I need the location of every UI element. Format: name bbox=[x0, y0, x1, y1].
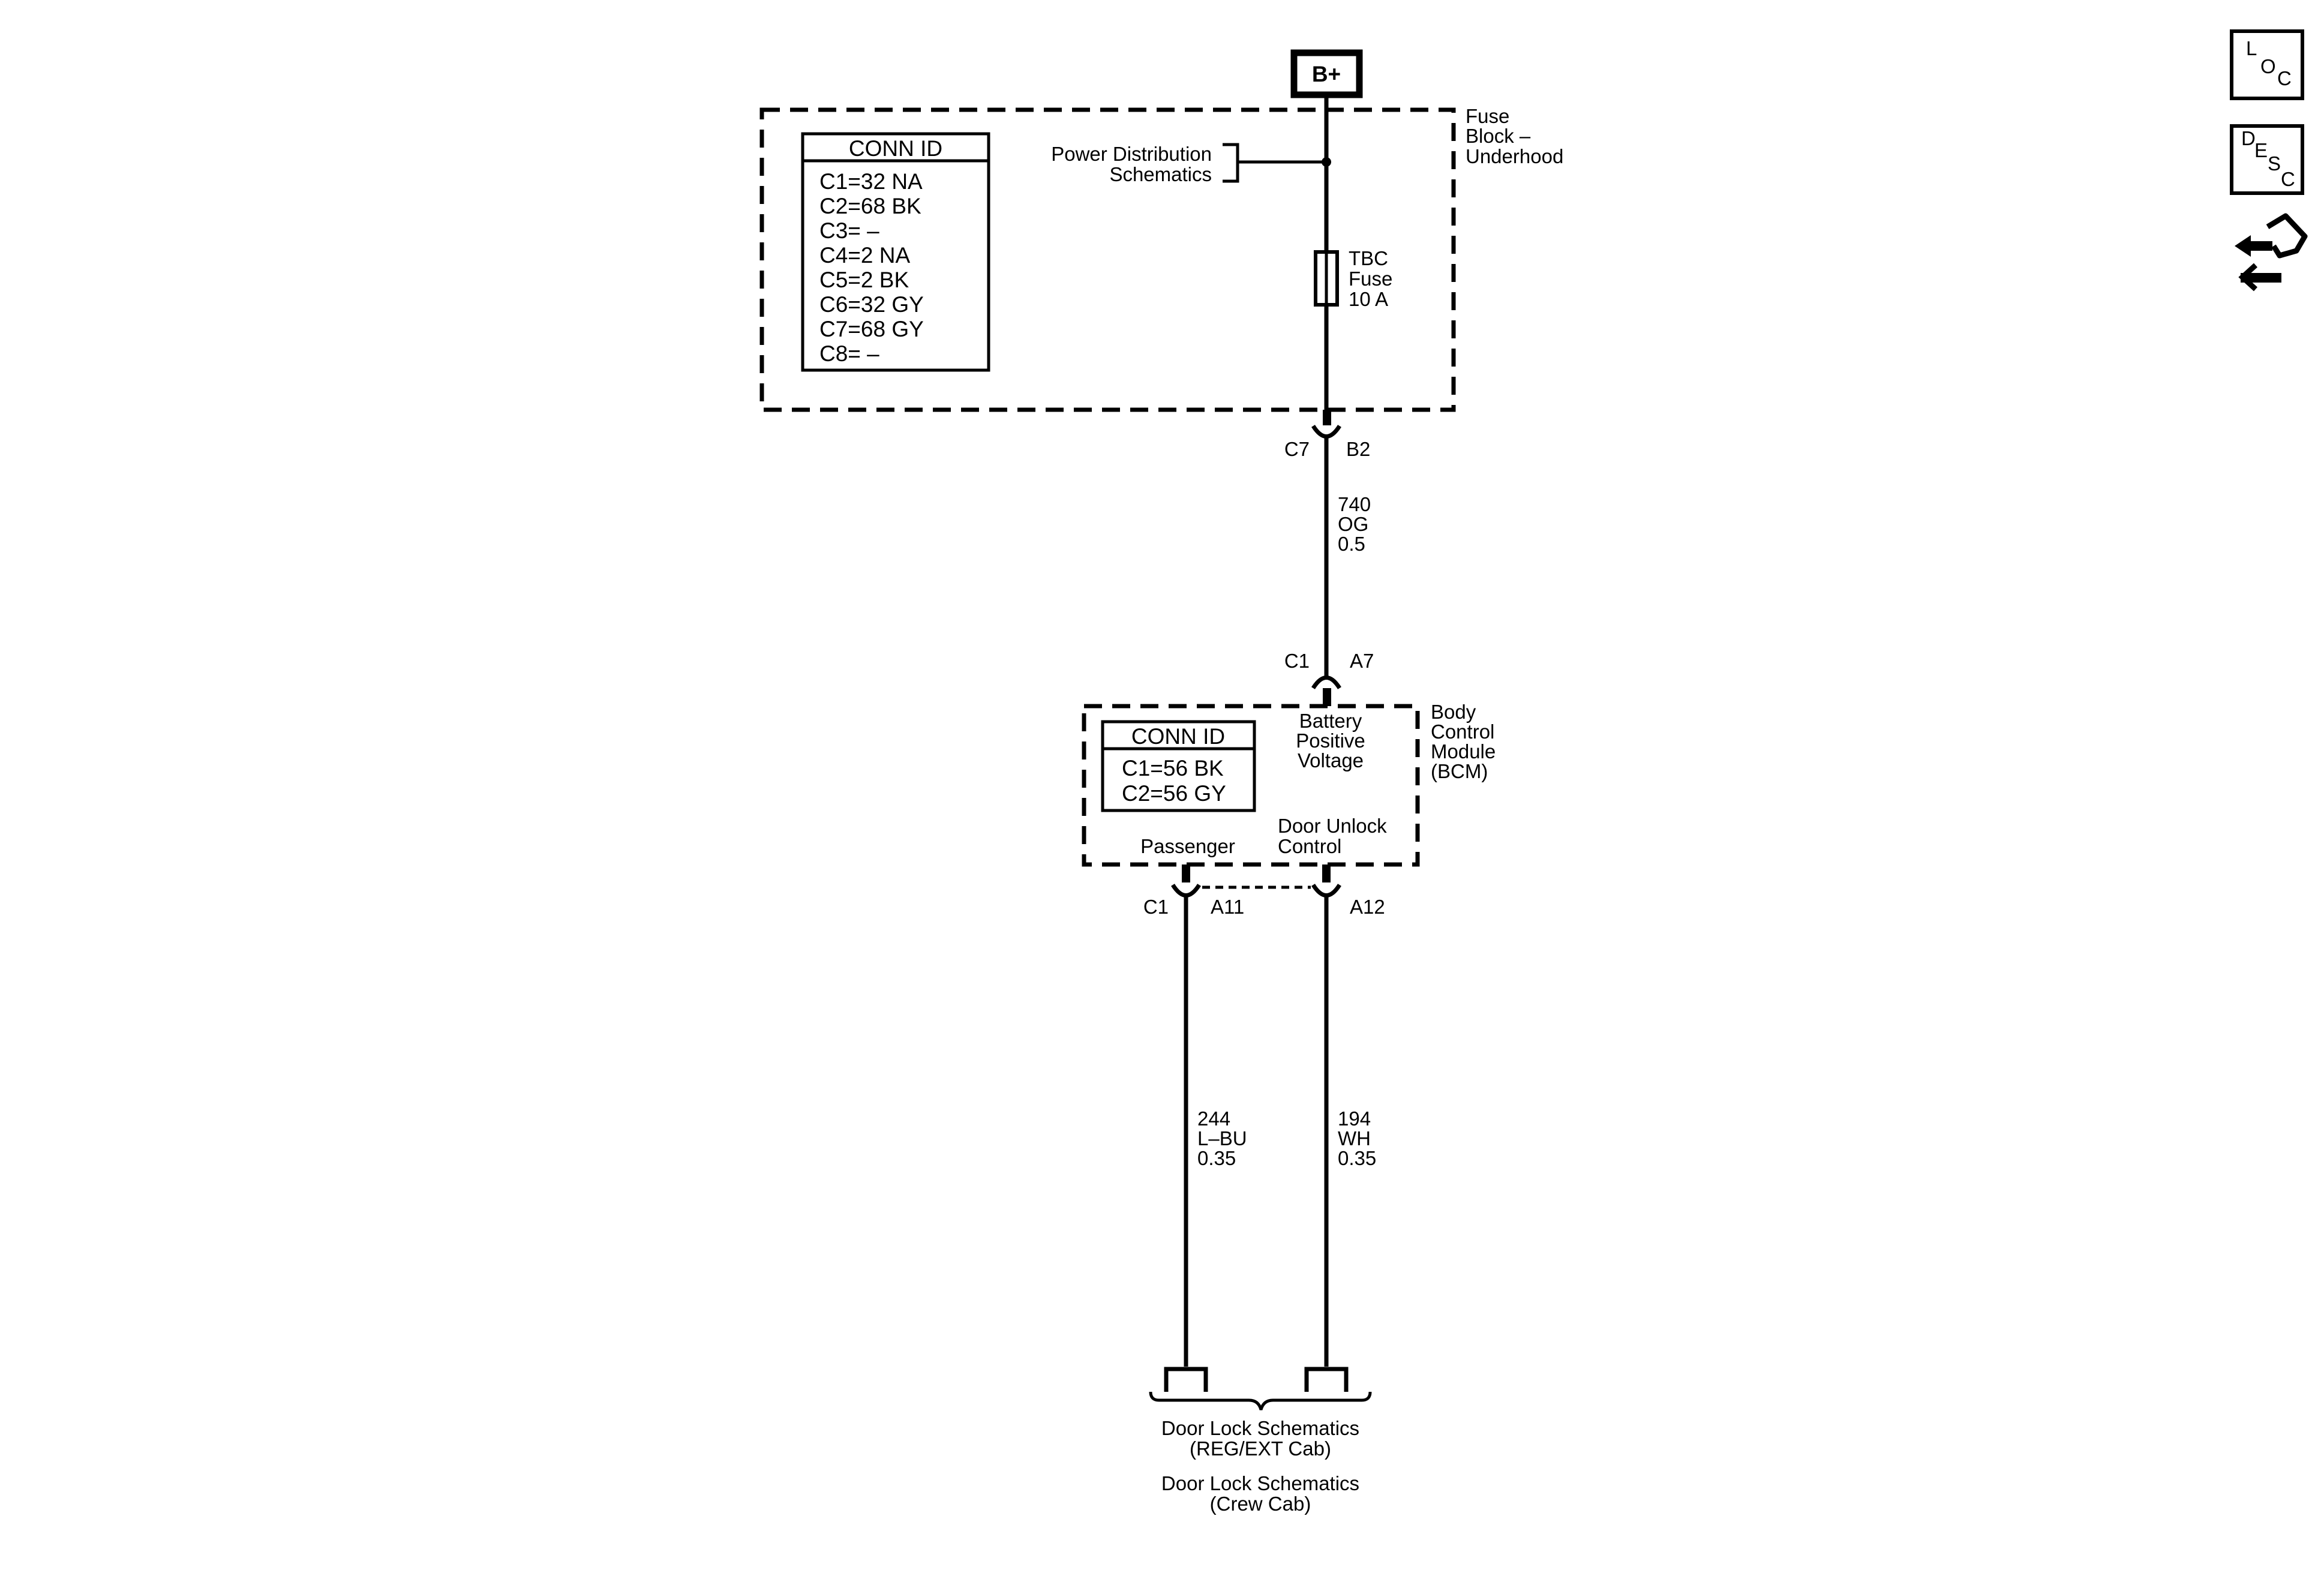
door-lock-reference-crew-cab[interactable]: Door Lock Schematics (Crew Cab) bbox=[1161, 1472, 1359, 1515]
connector-end-view-icon[interactable] bbox=[2235, 213, 2308, 292]
svg-text:Door Lock Schematics: Door Lock Schematics bbox=[1161, 1417, 1359, 1439]
conn-id-row: C2=56 GY bbox=[1122, 781, 1226, 806]
bcm-output-door-unlock: Door Unlock Control bbox=[1278, 815, 1387, 857]
svg-text:Control: Control bbox=[1431, 721, 1494, 743]
svg-text:0.5: 0.5 bbox=[1338, 533, 1365, 555]
svg-text:L–BU: L–BU bbox=[1197, 1127, 1247, 1149]
fuse-block-name: Fuse Block – Underhood bbox=[1466, 105, 1563, 167]
reference-brace bbox=[1149, 1391, 1372, 1410]
location-icon[interactable]: L O C bbox=[2230, 29, 2304, 100]
wire-244-label: 244 L–BU 0.35 bbox=[1197, 1107, 1247, 1169]
fuse-rating: 10 A bbox=[1349, 288, 1388, 310]
connector-label: C7 bbox=[1284, 438, 1310, 460]
door-lock-reference-reg-ext[interactable]: Door Lock Schematics (REG/EXT Cab) bbox=[1161, 1417, 1359, 1460]
conn-id-row: C6=32 GY bbox=[819, 292, 924, 317]
conn-id-title: CONN ID bbox=[1131, 724, 1225, 749]
terminal-symbols bbox=[1164, 1367, 1349, 1392]
connector-c1-a7: C1 A7 bbox=[1284, 650, 1374, 706]
svg-text:Battery: Battery bbox=[1299, 710, 1362, 732]
bcm-output-passenger: Passenger bbox=[1140, 835, 1235, 857]
fuse-label: Fuse bbox=[1349, 268, 1392, 290]
connector-label: C1 bbox=[1284, 650, 1310, 672]
pin-label: A11 bbox=[1211, 896, 1244, 918]
svg-text:0.35: 0.35 bbox=[1338, 1147, 1376, 1169]
power-distribution-reference[interactable]: Power Distribution Schematics bbox=[1051, 143, 1331, 185]
svg-text:E: E bbox=[2254, 139, 2268, 161]
svg-text:Underhood: Underhood bbox=[1466, 145, 1563, 167]
bcm-input-label: Battery Positive Voltage bbox=[1296, 710, 1365, 772]
svg-text:C: C bbox=[2277, 67, 2292, 89]
svg-text:Block –: Block – bbox=[1466, 125, 1531, 147]
svg-text:D: D bbox=[2241, 127, 2256, 149]
pin-label: A7 bbox=[1350, 650, 1374, 672]
fuse-block-underhood-outline bbox=[759, 107, 1456, 412]
bcm-conn-id-table: CONN ID C1=56 BK C2=56 GY bbox=[1101, 720, 1256, 812]
svg-text:L: L bbox=[2246, 37, 2257, 59]
svg-text:OG: OG bbox=[1338, 513, 1368, 535]
svg-text:Fuse: Fuse bbox=[1466, 105, 1509, 127]
conn-id-row: C2=68 BK bbox=[819, 194, 921, 218]
battery-positive-source: B+ bbox=[1290, 49, 1363, 98]
pin-label: A12 bbox=[1350, 896, 1385, 918]
wire-740-label: 740 OG 0.5 bbox=[1338, 493, 1371, 555]
connector-c1-a11-a12: C1 A11 A12 bbox=[1143, 864, 1385, 918]
svg-text:S: S bbox=[2268, 152, 2281, 175]
wire-194-label: 194 WH 0.35 bbox=[1338, 1107, 1376, 1169]
svg-text:(REG/EXT Cab): (REG/EXT Cab) bbox=[1190, 1437, 1331, 1460]
fuse-label: TBC bbox=[1349, 247, 1388, 269]
svg-text:Door Lock Schematics: Door Lock Schematics bbox=[1161, 1472, 1359, 1494]
svg-text:194: 194 bbox=[1338, 1107, 1371, 1130]
conn-id-row: C5=2 BK bbox=[819, 268, 909, 292]
svg-text:244: 244 bbox=[1197, 1107, 1230, 1130]
conn-id-row: C1=56 BK bbox=[1122, 756, 1224, 781]
conn-id-row: C7=68 GY bbox=[819, 317, 924, 341]
conn-id-row: C4=2 NA bbox=[819, 243, 910, 268]
tbc-fuse: TBC Fuse 10 A bbox=[1314, 247, 1392, 310]
battery-positive-label: B+ bbox=[1312, 62, 1341, 86]
conn-id-row: C1=32 NA bbox=[819, 169, 923, 194]
svg-text:740: 740 bbox=[1338, 493, 1371, 515]
connector-label: C1 bbox=[1143, 896, 1169, 918]
pin-label: B2 bbox=[1346, 438, 1370, 460]
svg-text:O: O bbox=[2260, 55, 2276, 77]
svg-text:0.35: 0.35 bbox=[1197, 1147, 1236, 1169]
conn-id-row: C3= – bbox=[819, 218, 879, 243]
svg-text:C: C bbox=[2281, 168, 2295, 190]
conn-id-row: C8= – bbox=[819, 341, 879, 366]
svg-text:Positive: Positive bbox=[1296, 730, 1365, 752]
svg-text:WH: WH bbox=[1338, 1127, 1371, 1149]
conn-id-title: CONN ID bbox=[849, 136, 942, 161]
svg-text:Control: Control bbox=[1278, 835, 1341, 857]
svg-text:(Crew Cab): (Crew Cab) bbox=[1210, 1493, 1311, 1515]
svg-text:Power Distribution: Power Distribution bbox=[1051, 143, 1212, 165]
svg-text:Schematics: Schematics bbox=[1109, 163, 1212, 185]
bcm-name: Body Control Module (BCM) bbox=[1431, 701, 1496, 782]
svg-text:Body: Body bbox=[1431, 701, 1476, 723]
svg-text:Module: Module bbox=[1431, 740, 1496, 763]
svg-text:(BCM): (BCM) bbox=[1431, 760, 1488, 782]
fuse-block-conn-id-table: CONN ID C1=32 NA C2=68 BK C3= – C4=2 NA … bbox=[801, 132, 990, 372]
connector-c7-b2: C7 B2 bbox=[1284, 410, 1370, 460]
svg-text:Door Unlock: Door Unlock bbox=[1278, 815, 1387, 837]
svg-text:Voltage: Voltage bbox=[1298, 749, 1364, 772]
bcm-outline bbox=[1082, 704, 1420, 867]
description-icon[interactable]: D E S C bbox=[2230, 124, 2304, 195]
